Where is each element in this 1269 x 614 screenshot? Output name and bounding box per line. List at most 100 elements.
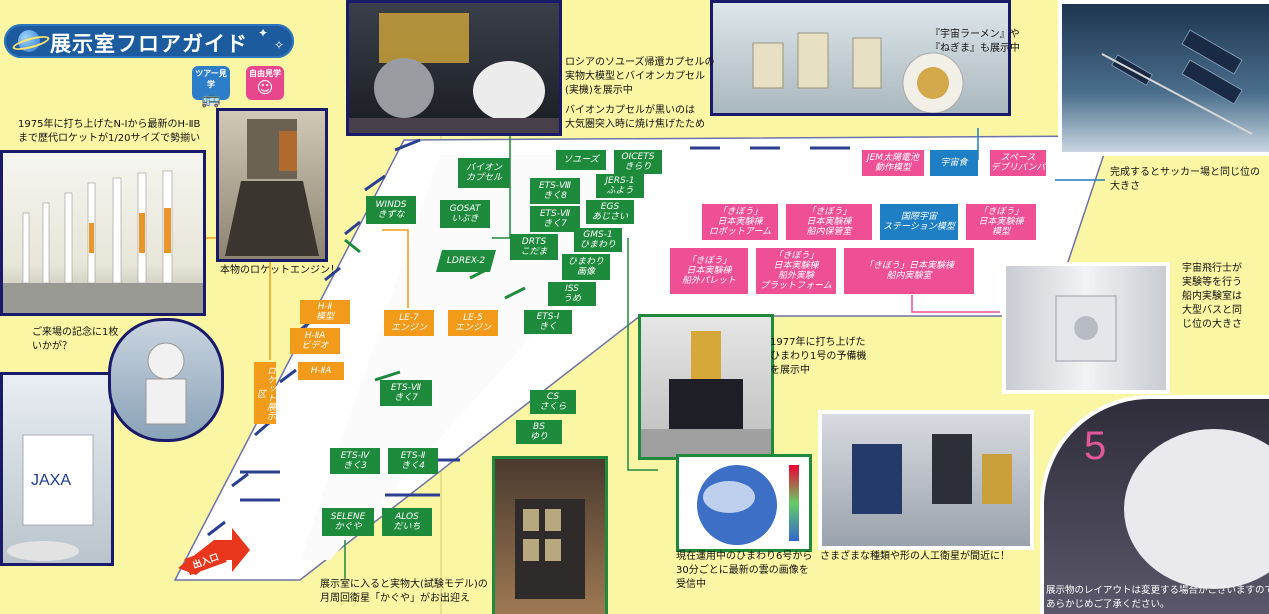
exhibit-label: OICETS きらり	[621, 152, 655, 172]
kibo-interior-photo	[1002, 262, 1170, 394]
exhibit-label: 「きぼう」 日本実験棟 船外実験 プラットフォーム	[760, 251, 832, 291]
exhibit-label: スペース デブリバンパ	[990, 153, 1046, 173]
exhibit-label: 宇宙食	[940, 158, 968, 168]
soyuz-capsule-photo	[346, 0, 562, 136]
exhibit-ets7-upper: ETS-Ⅶ きく7	[530, 206, 580, 232]
exhibit-drts: DRTS こだま	[510, 234, 558, 260]
satellites-illustration	[852, 434, 1012, 514]
exhibit-kibo-lab: 「きぼう」日本実験棟 船内実験室	[844, 248, 974, 294]
exhibit-ets7-lower: ETS-Ⅶ きく7	[380, 380, 432, 406]
star-icon: ✧	[274, 38, 285, 52]
svg-text:JAXA: JAXA	[31, 472, 71, 489]
kaguya-photo	[492, 456, 608, 614]
engine-caption: 本物のロケットエンジン！	[220, 265, 340, 276]
free-badge: 自由見学 ☺	[246, 66, 284, 100]
kibo-caption: 宇宙飛行士が 実験等を行う 船内実験室は 大型バスと同 じ位の大きさ	[1182, 263, 1242, 330]
himawari1-caption: 1977年に打ち上げた ひまわり1号の予備機 を展示中	[770, 337, 867, 376]
exhibit-label: ロケット展示区	[255, 366, 275, 420]
exhibit-label: ETS-Ⅳ きく3	[340, 451, 370, 471]
exhibit-label: 「きぼう」 日本実験棟 ロボットアーム	[708, 207, 772, 237]
exhibit-ets1: ETS-Ⅰ きく	[524, 310, 572, 334]
space-food-illustration	[752, 32, 964, 113]
rocket-engine-photo	[216, 108, 328, 262]
exhibit-label: 「きぼう」 日本実験棟 船外パレット	[681, 256, 736, 286]
planet-icon	[18, 30, 40, 52]
photo-spot-photo: JAXA	[0, 372, 114, 566]
exhibit-oicets: OICETS きらり	[614, 150, 662, 174]
bus-icon: 🚌	[201, 89, 221, 108]
title-bar: 展示室フロアガイド ✦ ✧	[4, 24, 294, 58]
exhibit-himawari-image: ひまわり 画像	[562, 254, 610, 280]
satellites-photo	[818, 410, 1034, 550]
exhibit-alos: ALOS だいち	[382, 508, 432, 536]
himawari1-photo	[638, 314, 774, 460]
exhibit-h2-model: H-Ⅱ 模型	[300, 300, 350, 324]
kaguya-illustration	[515, 499, 585, 599]
exhibit-label: EGS あじさい	[591, 202, 628, 222]
exhibit-label: ALOS だいち	[393, 512, 421, 532]
exhibit-label: WINDS きずな	[375, 200, 407, 220]
exhibit-soyuz: ソユーズ	[556, 150, 606, 170]
exhibit-label: ETS-Ⅶ きく7	[539, 209, 571, 229]
astronaut-photo	[108, 318, 224, 442]
exhibit-cs: CS さくら	[530, 390, 576, 414]
exhibit-label: 「きぼう」 日本実験棟 船内保管室	[806, 207, 852, 237]
exhibit-label: JEM太陽電池 動作模型	[866, 153, 920, 173]
exhibit-le5: LE-5 エンジン	[448, 310, 498, 336]
exhibit-space-debris: スペース デブリバンパ	[990, 150, 1046, 176]
exhibit-bion-capsule: バイオン カプセル	[458, 158, 510, 188]
kibo-interior-illustration	[1055, 295, 1117, 362]
exhibit-label: BS ゆり	[529, 422, 548, 442]
exhibit-kibo-robot-arm: 「きぼう」 日本実験棟 ロボットアーム	[702, 204, 778, 240]
tour-badge-label: ツアー見学	[195, 69, 227, 89]
space-food-caption: 『宇宙ラーメン』や 『ねぎま』も展示中	[930, 29, 1020, 54]
exhibit-label: H-Ⅱ 模型	[315, 302, 334, 322]
pink-connectors	[911, 295, 1000, 313]
iss-caption: 完成するとサッカー場と同じ位の 大きさ	[1110, 167, 1260, 192]
exhibit-label: ETS-Ⅱ きく4	[400, 451, 426, 471]
exhibit-gosat: GOSAT いぶき	[440, 200, 490, 228]
exhibit-label: ETS-Ⅶ きく7	[390, 383, 422, 403]
exhibit-label: DRTS こだま	[520, 237, 548, 257]
exhibit-jem-battery: JEM太陽電池 動作模型	[862, 150, 924, 176]
rocket-engine-illustration	[225, 119, 319, 256]
iss-illustration	[1101, 29, 1253, 135]
exhibit-label: 国際宇宙 ステーション模型	[883, 212, 955, 232]
free-badge-label: 自由見学	[249, 69, 281, 78]
photo-spot-illustration: JAXA	[7, 434, 94, 561]
tour-badge: ツアー見学 🚌	[192, 66, 230, 108]
rockets-caption: 1975年に打ち上げたN-Ⅰから最新のH-ⅡB まで歴代ロケットが1/20サイズ…	[18, 119, 201, 144]
exhibit-label: 「きぼう」 日本実験棟 模型	[978, 207, 1024, 237]
exhibit-label: H-ⅡA ビデオ	[301, 331, 329, 351]
soyuz-illustration	[349, 13, 559, 133]
photo-spot-caption: ご来場の記念に1枚 いかが？	[32, 327, 119, 352]
exhibit-rocket-timeline: ロケット展示区	[254, 362, 276, 424]
exhibit-selene: SELENE かぐや	[322, 508, 374, 536]
person-icon: ☺	[256, 78, 274, 97]
exhibit-label: ひまわり 画像	[567, 257, 604, 277]
exhibit-iss-model: 国際宇宙 ステーション模型	[880, 204, 958, 240]
exhibit-egs: EGS あじさい	[586, 200, 634, 224]
cloud-image-illustration	[697, 465, 799, 545]
exhibit-kibo-model: 「きぼう」 日本実験棟 模型	[966, 204, 1036, 240]
rocket-models-photo	[0, 150, 206, 316]
kibo-module-photo: 5	[1040, 395, 1269, 614]
exhibit-label: SELENE かぐや	[330, 512, 366, 532]
exhibit-winds: WINDS きずな	[366, 196, 416, 224]
blue-connectors	[977, 128, 1105, 181]
page-title: 展示室フロアガイド	[50, 32, 248, 56]
exhibit-label: CS さくら	[539, 392, 567, 412]
bion-caption: バイオンカプセルが黒いのは 大気圏突入時に焼け焦げたため	[565, 105, 705, 130]
star-icon: ✦	[258, 26, 269, 40]
kibo-module-illustration: 5	[1084, 424, 1269, 589]
satellites-caption: さまざまな種類や形の人工衛星が間近に！	[820, 551, 1010, 562]
exhibit-label: ETS-Ⅷ きく8	[539, 181, 571, 201]
exhibit-bs: BS ゆり	[516, 420, 562, 444]
exhibit-ets8: ETS-Ⅷ きく8	[530, 178, 580, 204]
exhibit-gms1: GMS-1 ひまわり	[574, 228, 622, 252]
rocket-models-illustration	[3, 170, 203, 313]
soyuz-caption: ロシアのソユーズ帰還カプセルの 実物大模型とバイオンカプセル (実機)を展示中	[565, 57, 715, 96]
notice-caption: 展示物のレイアウトは変更する場合がございますので あらかじめご了承ください。	[1046, 585, 1269, 610]
exhibit-kibo-pallet: 「きぼう」 日本実験棟 船外パレット	[670, 248, 748, 294]
